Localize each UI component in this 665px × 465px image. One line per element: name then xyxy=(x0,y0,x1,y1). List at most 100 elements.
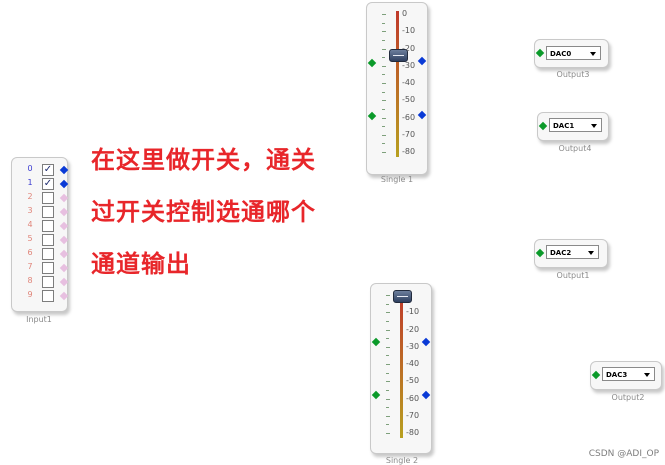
input-row-output-pin[interactable] xyxy=(59,165,69,175)
input-row-checkbox[interactable] xyxy=(42,248,54,260)
slider-block-1[interactable]: 0-10-20-30-40-50-60-70-80 xyxy=(366,2,428,175)
input-row-checkbox[interactable] xyxy=(42,206,54,218)
slider-tick-label: -80 xyxy=(402,147,416,156)
slider-2-input-pin-a[interactable] xyxy=(371,337,381,347)
slider-tick xyxy=(386,398,390,400)
input-row-output-pin[interactable] xyxy=(59,277,69,287)
input-row-output-pin[interactable] xyxy=(59,249,69,259)
output-dac1-caption: Output4 xyxy=(558,144,592,153)
slider-1-input-pin-b[interactable] xyxy=(367,111,377,121)
input-row-checkbox[interactable] xyxy=(42,192,54,204)
input-row: 8 xyxy=(12,275,69,289)
slider-tick-label: 0 xyxy=(402,9,408,18)
chevron-down-icon xyxy=(588,251,594,255)
slider-minor-tick xyxy=(382,39,385,41)
input-row: 2 xyxy=(12,191,69,205)
watermark: CSDN @ADI_OP xyxy=(588,449,659,459)
input-row-output-pin[interactable] xyxy=(59,263,69,273)
slider-2-knob[interactable] xyxy=(393,290,412,303)
input-row: 9 xyxy=(12,289,69,303)
input-row-checkbox[interactable] xyxy=(42,234,54,246)
input-row-checkbox[interactable] xyxy=(42,262,54,274)
slider-tick xyxy=(386,312,390,314)
slider-2-output-pin-a[interactable] xyxy=(421,337,431,347)
slider-minor-tick xyxy=(382,57,385,59)
input-row: 7 xyxy=(12,261,69,275)
slider-tick xyxy=(382,48,386,50)
output-dac0-caption: Output3 xyxy=(556,70,590,79)
input-row-label: 1 xyxy=(27,178,33,187)
slider-tick-label: -20 xyxy=(402,43,416,53)
slider-tick-label: -80 xyxy=(406,428,420,437)
input-row: 1✓ xyxy=(12,177,69,191)
input-row-checkbox[interactable] xyxy=(42,220,54,232)
slider-1-track[interactable] xyxy=(396,11,399,157)
input-row-output-pin[interactable] xyxy=(59,193,69,203)
input-row-label: 9 xyxy=(27,290,33,299)
slider-minor-tick xyxy=(386,338,389,340)
output-block-dac2[interactable]: DAC2 xyxy=(534,239,608,268)
slider-minor-tick xyxy=(386,424,389,426)
slider-tick xyxy=(382,83,386,84)
slider-tick-label: -40 xyxy=(402,78,416,87)
output-dac2-caption: Output1 xyxy=(556,271,590,280)
input-row: 0✓ xyxy=(12,163,69,177)
output-block-dac0[interactable]: DAC0 xyxy=(534,39,609,68)
slider-tick xyxy=(386,415,390,417)
slider-tick-label: -60 xyxy=(406,393,420,403)
input-row-checkbox[interactable]: ✓ xyxy=(42,178,54,190)
slider-2-caption: Single 2 xyxy=(385,456,419,465)
slider-1-input-pin-a[interactable] xyxy=(367,58,377,68)
output-block-dac1-input-pin[interactable] xyxy=(538,121,548,131)
slider-tick xyxy=(386,381,390,383)
output-block-dac1[interactable]: DAC1 xyxy=(537,112,609,141)
input-row-output-pin[interactable] xyxy=(59,179,69,189)
output-dac2-select[interactable]: DAC2 xyxy=(546,245,599,259)
slider-2-output-pin-b[interactable] xyxy=(421,390,431,400)
output-dac3-value: DAC3 xyxy=(606,371,628,379)
slider-tick xyxy=(382,117,386,119)
annotation-line-1: 在这里做开关，通关 xyxy=(91,146,316,174)
slider-minor-tick xyxy=(386,407,389,409)
input-row-output-pin[interactable] xyxy=(59,221,69,231)
slider-minor-tick xyxy=(382,126,385,128)
input-row-label: 5 xyxy=(27,234,33,243)
slider-tick xyxy=(382,134,386,136)
input-row-label: 7 xyxy=(27,262,33,271)
output-dac3-select[interactable]: DAC3 xyxy=(602,367,655,381)
input-row-output-pin[interactable] xyxy=(59,207,69,217)
slider-2-track[interactable] xyxy=(400,292,403,438)
chevron-down-icon xyxy=(591,124,597,128)
slider-minor-tick xyxy=(382,108,385,110)
slider-tick xyxy=(386,433,390,434)
input-row: 5 xyxy=(12,233,69,247)
slider-2-input-pin-b[interactable] xyxy=(371,390,381,400)
slider-tick xyxy=(382,31,386,33)
input-row-output-pin[interactable] xyxy=(59,291,69,301)
input-row-checkbox[interactable] xyxy=(42,290,54,302)
slider-tick-label: -70 xyxy=(406,410,420,420)
input-row-output-pin[interactable] xyxy=(59,235,69,245)
input-row-checkbox[interactable] xyxy=(42,276,54,288)
slider-tick xyxy=(382,152,386,153)
output-block-dac3[interactable]: DAC3 xyxy=(590,361,662,390)
output-block-dac0-input-pin[interactable] xyxy=(535,48,545,58)
slider-1-output-pin-a[interactable] xyxy=(417,56,427,66)
output-block-dac3-input-pin[interactable] xyxy=(591,370,601,380)
slider-block-2[interactable]: 0-10-20-30-40-50-60-70-80 xyxy=(370,283,432,454)
slider-tick xyxy=(382,14,386,15)
chevron-down-icon xyxy=(644,373,650,377)
input-row-label: 4 xyxy=(27,220,33,229)
input-row-checkbox[interactable]: ✓ xyxy=(42,164,54,176)
slider-1-output-pin-b[interactable] xyxy=(417,110,427,120)
output-block-dac2-input-pin[interactable] xyxy=(535,248,545,258)
output-dac1-select[interactable]: DAC1 xyxy=(549,118,602,132)
input-row-label: 2 xyxy=(27,192,33,201)
slider-tick xyxy=(386,346,390,348)
output-dac0-select[interactable]: DAC0 xyxy=(546,46,601,60)
annotation-line-2: 过开关控制选通哪个 xyxy=(91,198,316,226)
slider-1-knob[interactable] xyxy=(389,48,408,62)
slider-tick-label: -10 xyxy=(402,26,416,36)
input-row-label: 0 xyxy=(27,164,33,173)
